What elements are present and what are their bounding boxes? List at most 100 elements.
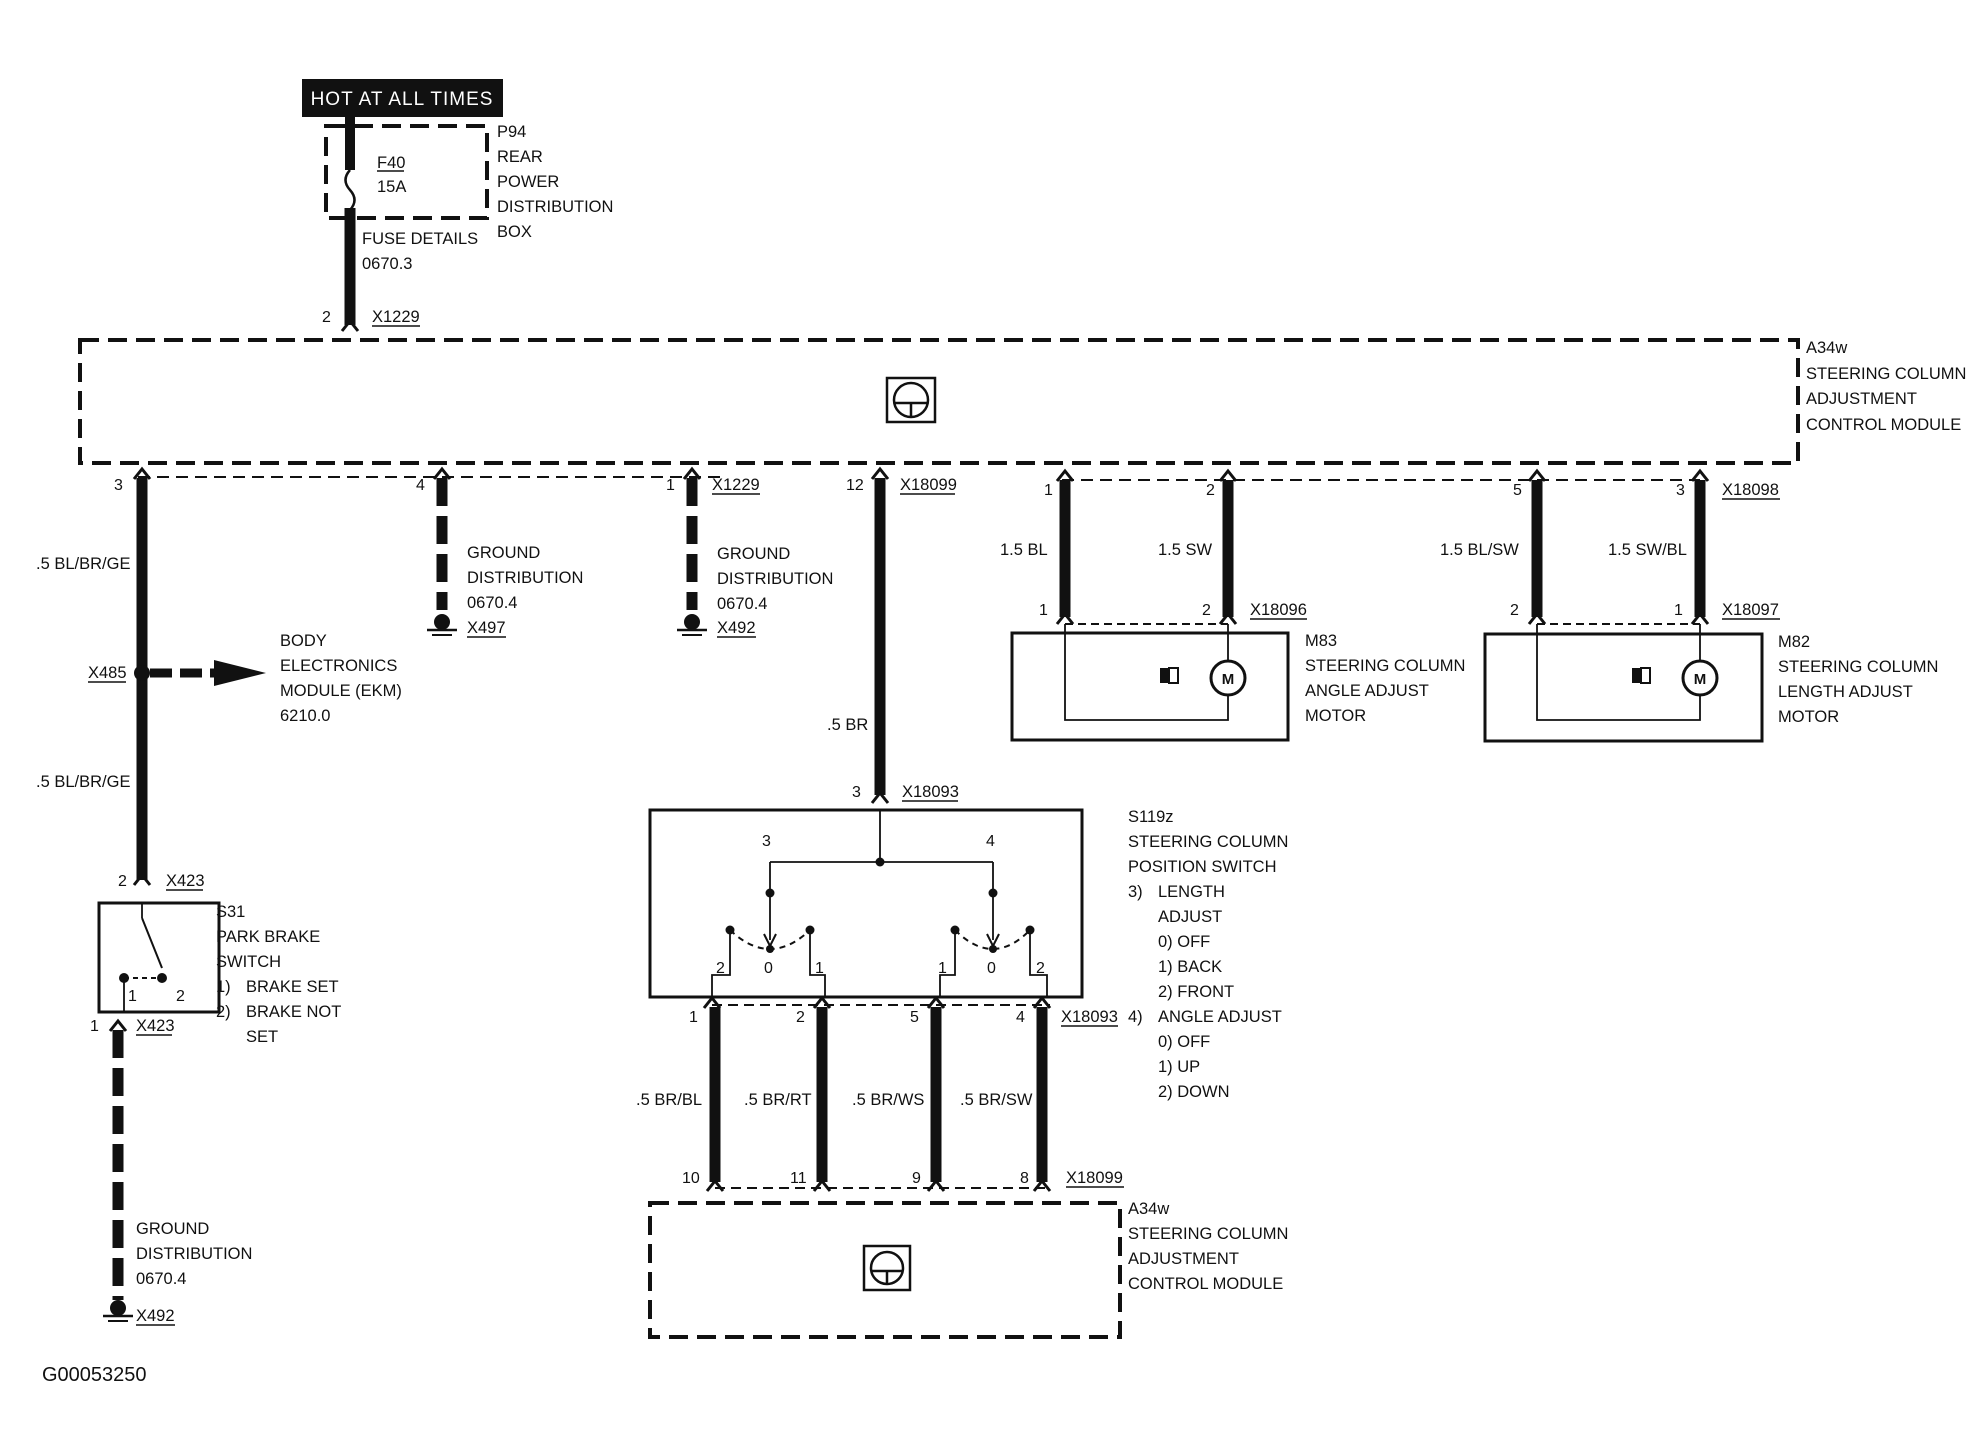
length-motor-label: M82 STEERING COLUMN LENGTH ADJUST MOTOR [1778,633,1938,726]
wire-label-bl-br-ge-2: .5 BL/BR/GE [36,773,130,791]
connector-x18096-label: X18096 [1250,601,1307,619]
switch-contact-a1: 1 [815,960,824,977]
pin-3-label: 3 [114,477,123,494]
length-motor-icon: M [1681,659,1719,697]
svg-text:0) OFF: 0) OFF [1158,933,1210,951]
angle-motor-bottom-pin-1: 1 [1039,602,1048,619]
module-pin-in: 2 [322,309,331,326]
svg-text:STEERING COLUMN: STEERING COLUMN [1128,833,1288,851]
svg-text:CONTROL MODULE: CONTROL MODULE [1806,416,1961,434]
module-connector-8 [1032,1179,1052,1193]
connector-x18093-in [870,791,890,805]
svg-text:DISTRIBUTION: DISTRIBUTION [497,198,613,216]
switch-contact-b1: 1 [938,960,947,977]
connector-x1229-label: X1229 [372,308,420,326]
switch-section-3: 3 [762,833,771,850]
park-switch-contacts [119,903,167,1012]
length-motor-bottom-conn-2 [1527,612,1547,626]
hot-at-all-times-label: HOT AT ALL TIMES [311,89,494,110]
ground-2-label: GROUND DISTRIBUTION 0670.4 [717,545,833,613]
svg-text:GROUND: GROUND [717,545,790,563]
park-brake-switch-box [97,901,221,1014]
position-switch-box [648,808,1084,999]
svg-text:SWITCH: SWITCH [216,953,281,971]
svg-text:M: M [1694,671,1707,688]
park-pin-top: 2 [118,873,127,890]
svg-text:CONTROL MODULE: CONTROL MODULE [1128,1275,1283,1293]
svg-text:STEERING COLUMN: STEERING COLUMN [1305,657,1465,675]
svg-text:ADJUSTMENT: ADJUSTMENT [1806,390,1917,408]
length-motor-top-pin-5: 5 [1513,482,1522,499]
svg-text:0670.4: 0670.4 [717,595,767,613]
length-motor-bottom-conn-1 [1690,612,1710,626]
svg-text:S31: S31 [216,903,245,921]
svg-text:M83: M83 [1305,632,1337,650]
steering-wheel-icon-bottom [862,1244,912,1292]
module-pin-9: 9 [912,1170,921,1187]
control-module-top-outline [78,338,1800,465]
svg-text:STEERING COLUMN: STEERING COLUMN [1806,365,1966,383]
svg-text:1) BACK: 1) BACK [1158,958,1222,976]
svg-text:BRAKE SET: BRAKE SET [246,978,339,996]
svg-text:REAR: REAR [497,148,543,166]
ground-icon-x497 [425,612,459,637]
svg-text:DISTRIBUTION: DISTRIBUTION [467,569,583,587]
svg-text:SET: SET [246,1028,278,1046]
svg-text:0670.4: 0670.4 [136,1270,186,1288]
svg-text:M: M [1222,671,1235,688]
ekm-arrow [214,660,266,686]
svg-text:ANGLE ADJUST: ANGLE ADJUST [1305,682,1429,700]
angle-motor-bottom-pin-2: 2 [1202,602,1211,619]
angle-motor-label: M83 STEERING COLUMN ANGLE ADJUST MOTOR [1305,632,1465,725]
park-pin-bottom: 1 [90,1018,99,1035]
svg-text:2): 2) [216,1003,231,1021]
switch-out-pin-2: 2 [796,1009,805,1026]
connector-x423-bottom [108,1019,128,1033]
fuse-rating: 15A [377,178,406,196]
switch-out-connector-5 [926,996,946,1010]
svg-text:POSITION SWITCH: POSITION SWITCH [1128,858,1277,876]
length-motor-bottom-pin-2: 2 [1510,602,1519,619]
ground-left-label: GROUND DISTRIBUTION 0670.4 [136,1220,252,1288]
position-switch-internals [711,810,1048,997]
svg-text:MOTOR: MOTOR [1778,708,1839,726]
length-motor-bottom-pin-1: 1 [1674,602,1683,619]
ekm-label: BODY ELECTRONICS MODULE (EKM) 6210.0 [280,632,402,725]
steering-wheel-icon [885,376,937,424]
svg-text:MOTOR: MOTOR [1305,707,1366,725]
svg-text:GROUND: GROUND [136,1220,209,1238]
connector-x1229-in [340,319,360,333]
svg-text:4): 4) [1128,1008,1143,1026]
switch-out-pin-4: 4 [1016,1009,1025,1026]
svg-text:A34w: A34w [1806,339,1847,357]
svg-text:BODY: BODY [280,632,327,650]
connector-x1229-ground-label: X1229 [712,476,760,494]
angle-motor-bottom-conn-2 [1218,612,1238,626]
ground-1-label: GROUND DISTRIBUTION 0670.4 [467,544,583,612]
length-motor-top-pin-3: 3 [1676,482,1685,499]
pin-12-label: 12 [846,477,864,494]
length-motor-box [1483,632,1764,743]
module-pin-10: 10 [682,1170,700,1187]
control-module-top-label: A34w STEERING COLUMN ADJUSTMENT CONTROL … [1806,339,1966,434]
wire-label-15-sw-bl: 1.5 SW/BL [1608,541,1687,559]
position-switch-label: S119z STEERING COLUMN POSITION SWITCH 3)… [1128,808,1288,1101]
pin-1-label: 1 [666,477,675,494]
ground-icon-x492 [675,612,709,637]
svg-text:MODULE (EKM): MODULE (EKM) [280,682,402,700]
svg-text:S119z: S119z [1128,808,1174,826]
connector-x18093-in-label: X18093 [902,783,959,801]
angle-motor-box [1010,631,1290,742]
switch-pin-in: 3 [852,784,861,801]
connector-pin12 [870,467,890,481]
svg-text:BOX: BOX [497,223,532,241]
ground-2-connector: X492 [717,619,756,637]
angle-motor-top-pin-2: 2 [1206,482,1215,499]
hot-at-all-times-banner [302,79,503,117]
fuse-symbol [344,169,356,211]
svg-text:ANGLE ADJUST: ANGLE ADJUST [1158,1008,1282,1026]
switch-out-pin-5: 5 [910,1009,919,1026]
svg-text:ADJUSTMENT: ADJUSTMENT [1128,1250,1239,1268]
